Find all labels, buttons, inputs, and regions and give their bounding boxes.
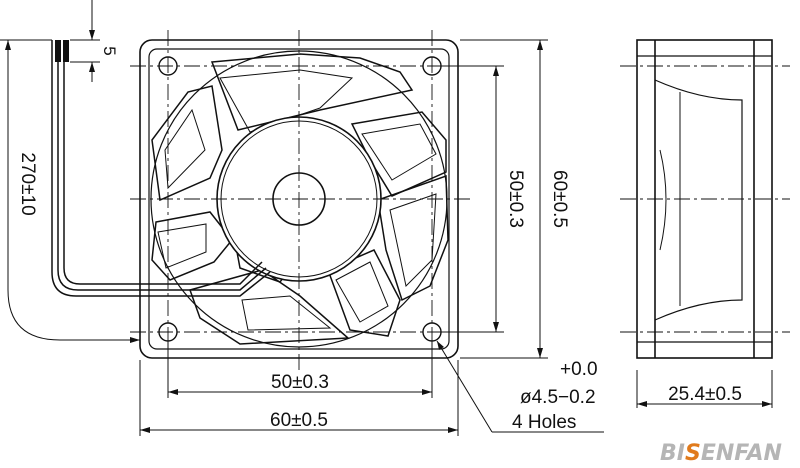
side-view bbox=[636, 39, 773, 359]
dim-side-thickness: 25.4±0.5 bbox=[668, 384, 742, 405]
cable bbox=[51, 40, 271, 297]
dimension-lines bbox=[0, 0, 773, 436]
hole-diameter: ø4.5−0.2 bbox=[520, 387, 596, 408]
dim-cable-offset: 5 bbox=[100, 46, 119, 55]
dim-cable-length: 270±10 bbox=[17, 152, 38, 215]
brand-prefix: BI bbox=[660, 441, 685, 466]
center-lines bbox=[130, 30, 790, 370]
brand-watermark: BISENFAN bbox=[660, 441, 782, 466]
dim-right-inner: 50±0.3 bbox=[505, 170, 526, 228]
brand-accent: S bbox=[685, 441, 701, 466]
dim-bottom-outer: 60±0.5 bbox=[270, 410, 328, 431]
hole-count: 4 Holes bbox=[512, 412, 576, 433]
front-view bbox=[51, 39, 459, 359]
dim-bottom-inner: 50±0.3 bbox=[271, 372, 329, 393]
dim-right-outer: 60±0.5 bbox=[549, 170, 570, 228]
hole-tolerance-upper: +0.0 bbox=[560, 359, 598, 380]
brand-suffix: ENFAN bbox=[701, 441, 782, 466]
